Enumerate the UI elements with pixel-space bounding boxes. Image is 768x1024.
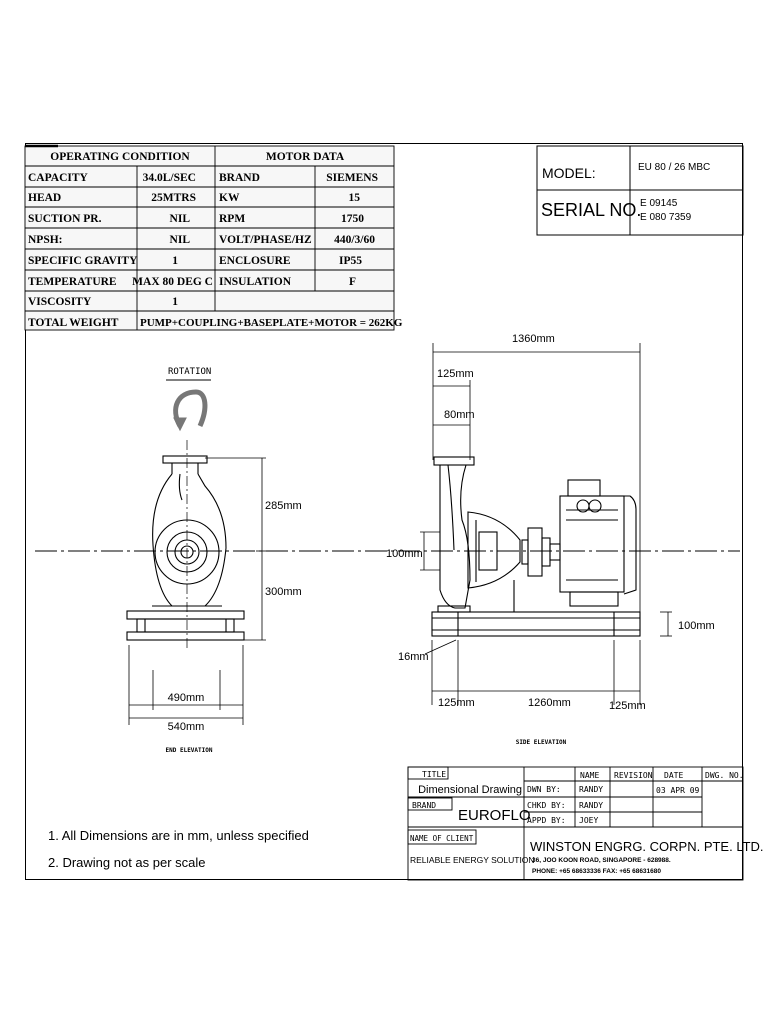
motor-label-insulation: INSULATION xyxy=(219,276,292,288)
spec-table xyxy=(24,144,395,331)
op-label-viscosity: VISCOSITY xyxy=(28,296,92,308)
title-block xyxy=(407,766,744,881)
approved-by-name: JOEY xyxy=(579,816,598,825)
side-elevation-dimensions xyxy=(420,343,672,705)
operating-header: OPERATING CONDITION xyxy=(50,151,190,163)
motor-label-enclosure: ENCLOSURE xyxy=(219,255,291,267)
op-value-capacity: 34.0L/SEC xyxy=(143,172,196,184)
checked-by-label: CHKD BY: xyxy=(527,801,566,810)
side-elevation-caption: SIDE ELEVATION xyxy=(516,739,567,746)
dim-540: 540mm xyxy=(168,721,205,733)
dim-125-right: 125mm xyxy=(609,700,646,712)
title-label: TITLE xyxy=(422,770,446,779)
op-value-head: 25MTRS xyxy=(151,192,196,204)
name-column: NAME xyxy=(580,771,599,780)
op-label-capacity: CAPACITY xyxy=(28,172,89,184)
drawn-by-label: DWN BY: xyxy=(527,785,561,794)
dim-1260: 1260mm xyxy=(528,697,571,709)
client-label: NAME OF CLIENT xyxy=(410,834,474,843)
note-1: 1. All Dimensions are in mm, unless spec… xyxy=(48,828,309,843)
brand-label: BRAND xyxy=(412,801,436,810)
motor-label-brand: BRAND xyxy=(219,172,260,184)
motor-label-volt: VOLT/PHASE/HZ xyxy=(219,234,312,246)
motor-value-brand: SIEMENS xyxy=(326,172,378,184)
op-label-suction: SUCTION PR. xyxy=(28,213,102,225)
op-value-viscosity: 1 xyxy=(172,296,178,308)
approved-by-label: APPD BY: xyxy=(527,816,566,825)
motor-header: MOTOR DATA xyxy=(266,151,345,163)
date-column: DATE xyxy=(664,771,683,780)
brand-value: EUROFLO xyxy=(458,807,531,824)
note-2: 2. Drawing not as per scale xyxy=(48,855,206,870)
dim-100-left: 100mm xyxy=(386,548,423,560)
op-value-temperature: MAX 80 DEG C xyxy=(132,276,213,288)
dim-100-right: 100mm xyxy=(678,620,715,632)
drawing-sheet xyxy=(25,143,743,880)
motor-label-rpm: RPM xyxy=(219,213,245,225)
checked-by-name: RANDY xyxy=(579,801,603,810)
date-value: 03 APR 09 xyxy=(656,786,700,795)
op-value-sg: 1 xyxy=(172,255,178,267)
model-label: MODEL: xyxy=(542,165,596,181)
dim-125-left: 125mm xyxy=(438,697,475,709)
serial-label: SERIAL NO. xyxy=(541,200,641,220)
model-box xyxy=(536,145,744,236)
motor-label-kw: KW xyxy=(219,192,240,204)
motor-value-insulation: F xyxy=(349,276,356,288)
op-value-suction: NIL xyxy=(170,213,191,225)
total-weight-label: TOTAL WEIGHT xyxy=(28,317,119,329)
title-value: Dimensional Drawing xyxy=(418,784,522,796)
end-elevation-dimensions xyxy=(128,457,268,725)
end-elevation-view xyxy=(126,379,245,650)
serial-line-1: E 09145 xyxy=(640,198,678,209)
motor-value-rpm: 1750 xyxy=(341,213,364,225)
serial-line-2: E 080 7359 xyxy=(640,212,692,223)
model-value: EU 80 / 26 MBC xyxy=(638,162,710,173)
dim-1360: 1360mm xyxy=(512,333,555,345)
side-elevation-view xyxy=(431,456,641,637)
op-value-npsh: NIL xyxy=(170,234,191,246)
dim-16: 16mm xyxy=(398,651,429,663)
dim-300: 300mm xyxy=(265,586,302,598)
company-address: 36, JOO KOON ROAD, SINGAPORE - 628988. xyxy=(532,857,671,864)
motor-value-enclosure: IP55 xyxy=(339,255,362,267)
motor-value-volt: 440/3/60 xyxy=(334,234,375,246)
op-label-head: HEAD xyxy=(28,192,61,204)
company-phone: PHONE: +65 68633336 FAX: +65 68631680 xyxy=(532,868,661,875)
company-name: WINSTON ENGRG. CORPN. PTE. LTD. xyxy=(530,839,764,854)
motor-value-kw: 15 xyxy=(349,192,361,204)
op-label-sg: SPECIFIC GRAVITY xyxy=(28,255,138,267)
dim-490: 490mm xyxy=(168,692,205,704)
dim-285: 285mm xyxy=(265,500,302,512)
dim-125-top: 125mm xyxy=(437,368,474,380)
total-weight-value: PUMP+COUPLING+BASEPLATE+MOTOR = 262KG xyxy=(140,317,403,329)
client-value: RELIABLE ENERGY SOLUTION xyxy=(410,855,535,865)
dwg-no-column: DWG. NO. xyxy=(705,771,744,780)
op-label-temperature: TEMPERATURE xyxy=(28,276,117,288)
spec-table-text: OPERATING CONDITION MOTOR DATA CAPACITY … xyxy=(28,151,403,329)
end-elevation-caption: END ELEVATION xyxy=(166,747,213,754)
revision-column: REVISION xyxy=(614,771,653,780)
rotation-label: ROTATION xyxy=(168,367,211,377)
drawn-by-name: RANDY xyxy=(579,785,603,794)
op-label-npsh: NPSH: xyxy=(28,234,63,246)
dim-80: 80mm xyxy=(444,409,475,421)
